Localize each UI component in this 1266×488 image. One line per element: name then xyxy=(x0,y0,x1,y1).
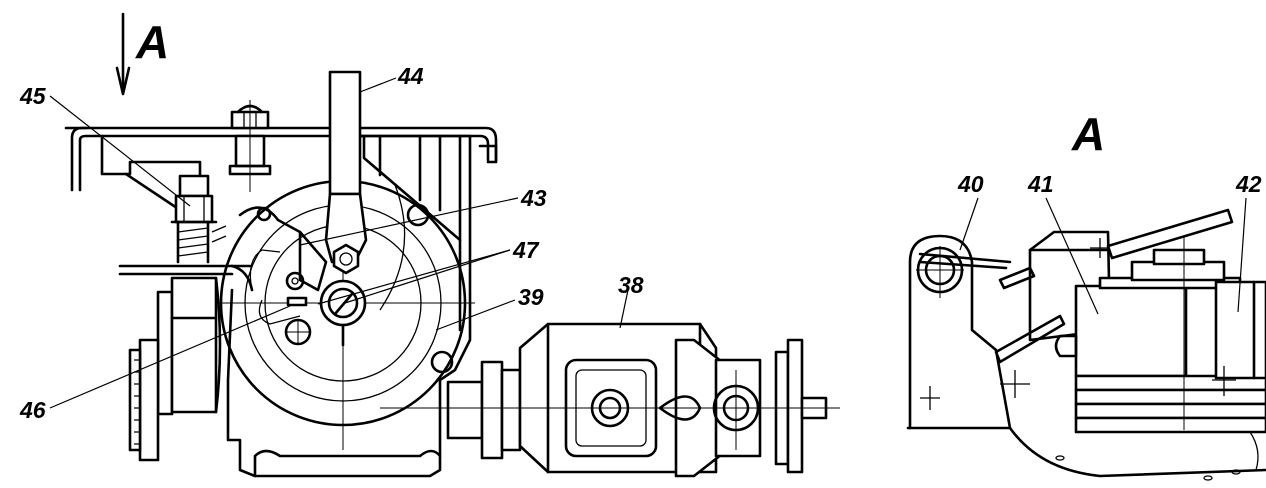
pawl xyxy=(238,206,328,325)
label-43: 43 xyxy=(520,185,547,211)
output-body xyxy=(380,322,840,478)
top-bolt xyxy=(228,100,272,192)
main-view: А xyxy=(19,12,840,478)
spring-screw xyxy=(118,174,254,292)
label-45: 45 xyxy=(19,83,47,109)
label-39: 39 xyxy=(518,284,544,310)
view-direction-arrow xyxy=(115,12,131,96)
label-44: 44 xyxy=(397,63,424,89)
bracket xyxy=(100,134,202,222)
block-41 xyxy=(1054,236,1266,434)
shaft-hub xyxy=(286,279,367,347)
leader-lines xyxy=(49,77,629,409)
view-marker-label: А xyxy=(135,16,169,68)
label-47: 47 xyxy=(512,237,540,263)
view-a-title: А xyxy=(1071,108,1105,160)
label-38: 38 xyxy=(618,272,644,298)
label-41: 41 xyxy=(1027,171,1054,197)
left-flange xyxy=(128,276,222,462)
label-40: 40 xyxy=(957,171,984,197)
lever xyxy=(324,70,368,275)
block-42 xyxy=(1055,280,1266,481)
cover-plate xyxy=(64,126,498,192)
view-a-leaders xyxy=(959,197,1247,315)
view-a: А xyxy=(906,108,1266,481)
housing xyxy=(226,134,472,478)
bracket-40 xyxy=(908,234,1030,430)
label-42: 42 xyxy=(1235,171,1262,197)
label-46: 46 xyxy=(19,397,46,423)
view-a-base xyxy=(906,426,1266,478)
